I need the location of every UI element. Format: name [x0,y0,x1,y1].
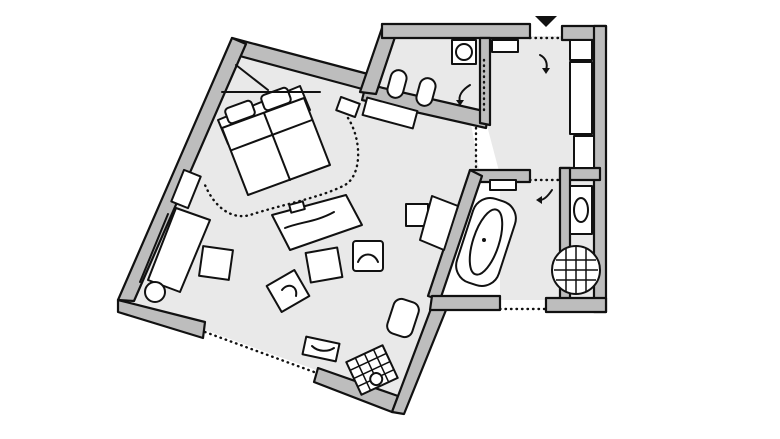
entrance-door-arrow-icon [542,68,550,74]
wardrobe-2 [569,61,593,135]
entrance-hall [535,16,595,204]
wall-top [380,22,532,40]
bathroom [455,179,517,287]
wardrobe-3 [573,135,595,169]
ottoman-left [198,245,234,281]
shower-tray-grid [554,246,598,294]
shower-room [551,185,601,295]
towel-shelf [489,179,517,191]
wardrobe-1 [569,39,593,61]
living-area [139,194,459,396]
bidet [415,77,437,107]
long-desk [271,194,363,251]
writing-desk [419,195,459,251]
desk-item [288,200,306,214]
openings [203,36,564,374]
bedroom [170,64,361,210]
wc-toilet [386,69,408,99]
bed-divider [263,112,291,181]
entrance-marker-icon [535,16,557,27]
toilet-door-arrow-icon [456,100,464,106]
side-cabinet [170,168,202,210]
tv-chair-arm [281,284,298,297]
bench [301,335,341,363]
hall-door-arrow-icon [536,196,542,204]
vanity-counter [361,96,419,130]
floor-lamp [144,281,166,303]
armchair-right-arm [357,253,379,263]
tub-drain [482,238,486,242]
nightstand [335,96,361,118]
bed-curtain [203,116,360,218]
wall-southwest [116,298,207,340]
bathtub-inner [468,208,504,276]
toilet-room [361,39,519,130]
shower-basin-bowl [573,197,589,223]
bed-blanket-fold [231,119,313,151]
shelf [491,39,519,53]
basin-bowl [455,43,473,61]
checkered-rug [345,344,399,396]
pillow-left [224,99,256,125]
sofa [147,207,211,293]
tv-chair [265,269,311,313]
wall-bath-bottom [428,294,502,312]
wall-west [116,36,248,303]
armchair-right [352,240,384,272]
sofa-back [139,213,169,283]
bench-detail [311,345,335,352]
wall-bottom-right [544,296,608,314]
desk-detail [284,211,335,229]
armchair-center [304,246,344,284]
wardrobe-diagonal [235,64,269,91]
lounge-chair [386,297,420,339]
